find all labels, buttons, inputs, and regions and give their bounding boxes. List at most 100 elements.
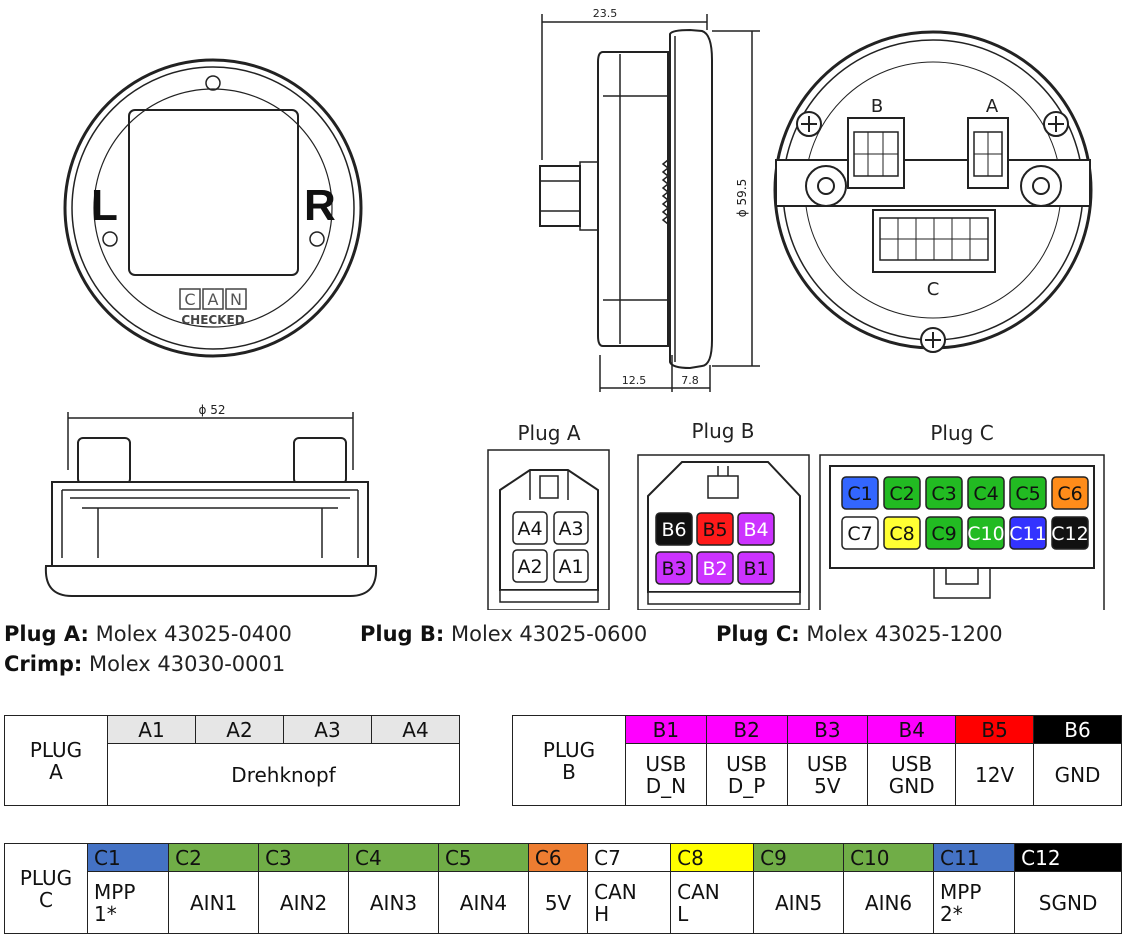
table-c-header-c4: C4 bbox=[348, 843, 439, 872]
plug-b-title: Plug B bbox=[691, 419, 754, 443]
table-a-header-a3: A3 bbox=[283, 715, 372, 744]
table-c-header-c12: C12 bbox=[1014, 843, 1122, 872]
pin-label-a1: A1 bbox=[558, 556, 583, 578]
table-a-function: Drehknopf bbox=[107, 743, 460, 806]
pin-a2 bbox=[512, 549, 548, 583]
table-c-value: SGND bbox=[1014, 871, 1122, 934]
spec-plug-a: Plug A: Molex 43025-0400 bbox=[4, 622, 292, 646]
spec-plug-a-value: Molex 43025-0400 bbox=[88, 622, 292, 646]
bottom-view bbox=[44, 412, 378, 597]
pin-c1 bbox=[841, 476, 879, 510]
pin-label-c11: C11 bbox=[1009, 523, 1046, 545]
checked-label: CHECKED bbox=[181, 313, 244, 327]
pin-label-b2: B2 bbox=[702, 558, 727, 580]
pin-c6 bbox=[1051, 476, 1089, 510]
table-c-value: AIN1 bbox=[168, 871, 260, 934]
can-logo: C A N CHECKED bbox=[179, 288, 247, 327]
spec-plug-c-label: Plug C: bbox=[716, 622, 800, 646]
pin-c2 bbox=[883, 476, 921, 510]
spec-plug-c: Plug C: Molex 43025-1200 bbox=[716, 622, 1003, 646]
pin-label-c1: C1 bbox=[847, 483, 872, 505]
dim-total: 23.5 bbox=[593, 7, 618, 20]
pin-label-a4: A4 bbox=[517, 518, 542, 540]
table-c-value: CAN L bbox=[670, 871, 755, 934]
table-c-value: CAN H bbox=[587, 871, 672, 934]
table-c-value: AIN5 bbox=[753, 871, 845, 934]
pin-b1 bbox=[737, 551, 775, 585]
pin-label-c10: C10 bbox=[967, 523, 1004, 545]
pin-label-a3: A3 bbox=[558, 518, 583, 540]
spec-crimp: Crimp: Molex 43030-0001 bbox=[4, 652, 285, 676]
pin-label-c2: C2 bbox=[889, 483, 914, 505]
pin-a4 bbox=[512, 511, 548, 545]
plug-a-title: Plug A bbox=[517, 421, 580, 445]
pin-label-c5: C5 bbox=[1015, 483, 1040, 505]
table-c-header-c2: C2 bbox=[168, 843, 260, 872]
pin-label-c4: C4 bbox=[973, 483, 998, 505]
pin-b6 bbox=[655, 512, 693, 546]
pin-label-c6: C6 bbox=[1057, 483, 1082, 505]
pin-label-c9: C9 bbox=[931, 523, 956, 545]
rear-view bbox=[773, 30, 1093, 353]
table-b-header-b1: B1 bbox=[625, 715, 707, 744]
table-b-header-b2: B2 bbox=[705, 715, 788, 744]
plug-a-table: PLUG A A1 A2 A3 A4 Drehknopf bbox=[4, 715, 460, 806]
table-c-header-c3: C3 bbox=[258, 843, 350, 872]
can-letter-a: A bbox=[208, 290, 219, 309]
spec-crimp-value: Molex 43030-0001 bbox=[82, 652, 286, 676]
table-b-value: 12V bbox=[955, 743, 1035, 806]
pin-c9 bbox=[925, 516, 963, 550]
plug-c-table-label: PLUG C bbox=[4, 843, 88, 934]
pin-c3 bbox=[925, 476, 963, 510]
pin-a3 bbox=[553, 511, 589, 545]
plug-c-title: Plug C bbox=[930, 421, 993, 445]
spec-plug-a-label: Plug A: bbox=[4, 622, 89, 646]
table-c-header-c11: C11 bbox=[932, 843, 1016, 872]
table-c-value: 5V bbox=[527, 871, 589, 934]
pin-label-b4: B4 bbox=[743, 519, 768, 541]
left-label: L bbox=[91, 181, 118, 230]
plug-a-drawing bbox=[487, 449, 610, 610]
table-b-value: USB GND bbox=[867, 743, 957, 806]
pin-c10 bbox=[967, 516, 1005, 550]
table-b-header-b4: B4 bbox=[867, 715, 957, 744]
dim-diameter-bottom: ϕ 52 bbox=[199, 403, 226, 417]
dim-shaft: 12.5 bbox=[622, 374, 647, 387]
table-c-header-c6: C6 bbox=[527, 843, 589, 872]
dim-diameter-side: ϕ 59.5 bbox=[735, 179, 749, 217]
pin-label-c3: C3 bbox=[931, 483, 956, 505]
table-c-value: MPP 2* bbox=[932, 871, 1016, 934]
pin-c11 bbox=[1009, 516, 1047, 550]
pin-c7 bbox=[841, 516, 879, 550]
table-c-header-c10: C10 bbox=[843, 843, 934, 872]
pin-c8 bbox=[883, 516, 921, 550]
table-b-header-b3: B3 bbox=[786, 715, 869, 744]
table-b-value: USB D_P bbox=[705, 743, 788, 806]
spec-crimp-label: Crimp: bbox=[4, 652, 83, 676]
table-a-header-a1: A1 bbox=[107, 715, 196, 744]
table-c-header-c9: C9 bbox=[753, 843, 845, 872]
pin-b4 bbox=[737, 512, 775, 546]
pin-label-c12: C12 bbox=[1051, 523, 1088, 545]
pin-label-b5: B5 bbox=[702, 519, 727, 541]
table-c-value: AIN3 bbox=[348, 871, 439, 934]
spec-plug-c-value: Molex 43025-1200 bbox=[799, 622, 1003, 646]
table-a-header-a4: A4 bbox=[371, 715, 460, 744]
spec-plug-b-label: Plug B: bbox=[360, 622, 445, 646]
pin-b5 bbox=[696, 512, 734, 546]
table-c-value: AIN4 bbox=[437, 871, 529, 934]
pin-b3 bbox=[655, 551, 693, 585]
pin-b2 bbox=[696, 551, 734, 585]
table-a-header-a2: A2 bbox=[195, 715, 284, 744]
table-c-header-c1: C1 bbox=[86, 843, 170, 872]
table-c-value: AIN6 bbox=[843, 871, 934, 934]
table-b-value: USB D_N bbox=[625, 743, 707, 806]
plug-a-table-label: PLUG A bbox=[4, 715, 108, 806]
plug-b-table-label: PLUG B bbox=[512, 715, 626, 806]
front-view bbox=[63, 58, 363, 358]
dim-flange: 7.8 bbox=[681, 374, 699, 387]
table-c-value: AIN2 bbox=[258, 871, 350, 934]
